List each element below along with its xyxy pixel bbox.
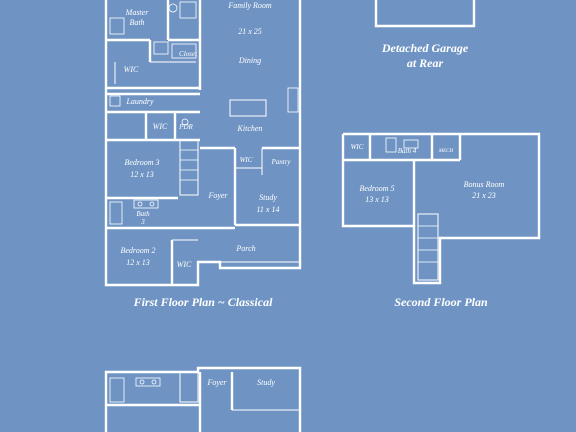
label-master-bath: Bath — [129, 18, 144, 27]
label-study: Study — [259, 193, 277, 202]
label-bedroom-2: Bedroom 2 — [120, 246, 155, 255]
label-mech: MECH — [438, 149, 454, 154]
label-foyer: Foyer — [207, 191, 228, 200]
label-bath-4: Bath 4 — [398, 147, 417, 155]
label-bedroom-5-dim: 13 x 13 — [365, 195, 389, 204]
label-alt-study: Study — [257, 378, 275, 387]
first-floor-plan — [104, 0, 302, 287]
label-bath-3-num: 3 — [140, 218, 145, 226]
label-family-dim: 21 x 25 — [238, 27, 262, 36]
first-floor-caption: First Floor Plan ~ Classical — [133, 295, 274, 309]
label-wic-top: WIC — [124, 65, 139, 74]
alternate-plan-partial — [104, 366, 302, 432]
label-alt-foyer: Foyer — [206, 378, 227, 387]
label-dining: Dining — [238, 56, 261, 65]
label-pdr: PDR — [178, 123, 193, 131]
label-study-dim: 11 x 14 — [257, 205, 280, 214]
label-porch: Porch — [235, 244, 255, 253]
label-pantry: Pantry — [270, 158, 291, 166]
second-floor-caption: Second Floor Plan — [394, 295, 488, 309]
label-kitchen: Kitchen — [237, 124, 263, 133]
garage-caption-line1: Detached Garage — [381, 41, 469, 55]
detached-garage-outline — [374, 0, 476, 28]
label-bedroom-3: Bedroom 3 — [124, 158, 159, 167]
label-bonus-dim: 21 x 23 — [472, 191, 496, 200]
label-laundry: Laundry — [125, 97, 154, 106]
label-wic-bed2: WIC — [177, 260, 192, 269]
label-wic-pantry: WIC — [240, 156, 253, 164]
label-bedroom-3-dim: 12 x 13 — [130, 170, 154, 179]
label-family-room: Family Room — [227, 1, 272, 10]
label-bedroom-5: Bedroom 5 — [359, 184, 394, 193]
label-bedroom-2-dim: 12 x 13 — [126, 258, 150, 267]
label-bath-3: Bath — [136, 210, 150, 218]
label-master: Master — [125, 8, 150, 17]
garage-caption-line2: at Rear — [407, 56, 444, 70]
second-floor-plan — [341, 132, 541, 285]
label-bonus-room: Bonus Room — [464, 180, 505, 189]
label-2f-wic: WIC — [351, 143, 364, 151]
label-closet: Closet — [179, 50, 198, 58]
label-wic-mid: WIC — [153, 122, 168, 131]
